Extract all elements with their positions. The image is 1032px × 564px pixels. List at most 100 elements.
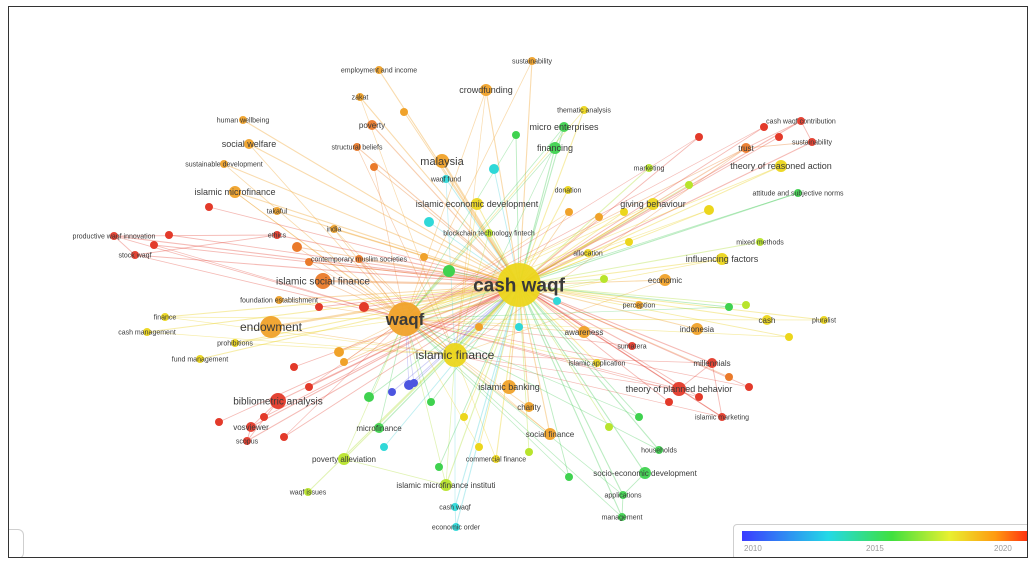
keyword-node[interactable] [443,343,467,367]
keyword-node[interactable] [165,231,173,239]
keyword-node[interactable] [524,402,534,412]
keyword-label[interactable]: takaful [267,208,288,215]
keyword-node[interactable] [435,154,449,168]
keyword-node[interactable] [330,225,338,233]
keyword-node[interactable] [353,143,361,151]
keyword-node[interactable] [695,133,703,141]
keyword-label[interactable]: theory of reasoned action [730,161,832,171]
keyword-label[interactable]: waqf issues [289,489,327,496]
keyword-label[interactable]: islamic microfinance [194,187,275,197]
keyword-node[interactable] [442,175,450,183]
keyword-label[interactable]: ethics [268,232,287,239]
keyword-node[interactable] [584,249,592,257]
keyword-node[interactable] [471,198,483,210]
keyword-node[interactable] [161,313,169,321]
keyword-label[interactable]: attitude and subjective norms [752,190,844,197]
keyword-node[interactable] [273,231,281,239]
keyword-label[interactable]: islamic finance [416,348,495,362]
keyword-label[interactable]: giving behaviour [620,199,686,209]
keyword-label[interactable]: finance [154,314,177,321]
keyword-label[interactable]: cash [759,316,776,325]
keyword-node[interactable] [380,443,388,451]
keyword-node[interactable] [410,379,418,387]
keyword-node[interactable] [205,203,213,211]
keyword-node[interactable] [549,142,561,154]
keyword-label[interactable]: cash waqf contribution [766,118,836,125]
keyword-label[interactable]: india [327,226,342,233]
keyword-label[interactable]: social welfare [222,139,277,149]
keyword-node[interactable] [655,446,663,454]
keyword-node[interactable] [452,523,460,531]
keyword-label[interactable]: allocation [573,250,603,257]
keyword-label[interactable]: social finance [526,430,575,439]
keyword-label[interactable]: trust [738,144,754,153]
keyword-node[interactable] [685,181,693,189]
keyword-label[interactable]: cash waqf [473,276,566,297]
keyword-label[interactable]: millennials [693,359,730,368]
keyword-node[interactable] [485,229,493,237]
keyword-node[interactable] [475,323,483,331]
keyword-label[interactable]: stock waqf [118,252,151,259]
keyword-label[interactable]: economic order [432,524,481,531]
keyword-node[interactable] [820,316,828,324]
keyword-node[interactable] [593,359,601,367]
keyword-label[interactable]: donation [555,187,582,194]
keyword-node[interactable] [620,208,628,216]
keyword-label[interactable]: islamic microfinance instituti [396,481,495,490]
keyword-node[interactable] [565,473,573,481]
keyword-node[interactable] [716,253,728,265]
keyword-node[interactable] [280,433,288,441]
keyword-label[interactable]: prohibitions [217,340,253,347]
keyword-node[interactable] [628,342,636,350]
keyword-node[interactable] [691,323,703,335]
keyword-node[interactable] [797,117,805,125]
keyword-label[interactable]: economic [648,276,682,285]
keyword-node[interactable] [741,143,751,153]
keyword-node[interactable] [553,297,561,305]
keyword-node[interactable] [427,398,435,406]
keyword-node[interactable] [794,189,802,197]
keyword-node[interactable] [544,428,556,440]
keyword-node[interactable] [292,242,302,252]
keyword-node[interactable] [196,355,204,363]
keyword-node[interactable] [334,347,344,357]
keyword-node[interactable] [355,255,363,263]
keyword-label[interactable]: productive waqf innovation [73,233,156,240]
keyword-node[interactable] [559,122,569,132]
keyword-label[interactable]: thematic analysis [557,107,611,114]
keyword-node[interactable] [725,373,733,381]
keyword-node[interactable] [231,339,239,347]
keyword-node[interactable] [578,326,590,338]
keyword-node[interactable] [605,423,613,431]
keyword-node[interactable] [260,316,282,338]
keyword-node[interactable] [243,437,251,445]
keyword-label[interactable]: sustainability [792,139,833,146]
keyword-node[interactable] [400,108,408,116]
keyword-label[interactable]: contemporary muslim societies [311,256,408,263]
keyword-label[interactable]: cash waqf [439,504,471,511]
keyword-node[interactable] [645,164,653,172]
keyword-node[interactable] [785,333,793,341]
keyword-node[interactable] [704,205,714,215]
keyword-node[interactable] [647,198,659,210]
keyword-node[interactable] [435,463,443,471]
keyword-node[interactable] [273,207,281,215]
keyword-node[interactable] [745,383,753,391]
keyword-node[interactable] [143,328,151,336]
keyword-label[interactable]: indonesia [680,325,715,334]
keyword-label[interactable]: waqf [385,310,425,329]
keyword-node[interactable] [742,301,750,309]
keyword-node[interactable] [315,303,323,311]
keyword-node[interactable] [290,363,298,371]
keyword-node[interactable] [672,382,686,396]
keyword-node[interactable] [695,393,703,401]
keyword-node[interactable] [619,491,627,499]
keyword-node[interactable] [315,273,331,289]
keyword-node[interactable] [635,301,643,309]
keyword-label[interactable]: human wellbeing [217,117,270,124]
keyword-label[interactable]: management [602,514,643,521]
keyword-node[interactable] [475,443,483,451]
keyword-node[interactable] [707,358,717,368]
keyword-node[interactable] [338,453,350,465]
keyword-node[interactable] [528,57,536,65]
